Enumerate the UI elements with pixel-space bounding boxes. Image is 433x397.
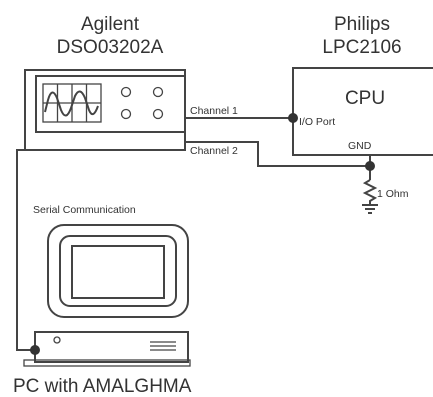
pc-monitor: [47, 224, 189, 318]
oscilloscope-knob-2: [152, 86, 164, 98]
oscilloscope-brand-label: Agilent: [81, 14, 140, 35]
channel-2-label: Channel 2: [190, 145, 238, 157]
serial-cable: [16, 149, 35, 351]
pc-label: PC with AMALGHMA: [13, 376, 192, 397]
io-port-label: I/O Port: [299, 116, 335, 128]
channel-1-label: Channel 1: [190, 105, 238, 117]
channel-2-wire: [185, 141, 370, 167]
resistor-symbol: [362, 179, 378, 204]
ground-symbol: [362, 204, 378, 214]
oscilloscope-screen-icon: [42, 83, 102, 123]
io-port-node: [288, 113, 298, 123]
pc-serial-port-node: [30, 345, 40, 355]
gnd-label: GND: [348, 140, 372, 152]
serial-communication-label: Serial Communication: [33, 204, 136, 216]
mcu-model-label: LPC2106: [322, 37, 401, 58]
oscilloscope-front-panel: [35, 75, 186, 133]
oscilloscope-knob-3: [120, 108, 132, 120]
cpu-label: CPU: [345, 88, 385, 109]
oscilloscope: [24, 69, 186, 151]
gnd-node: [365, 161, 375, 171]
mcu-brand-label: Philips: [334, 14, 390, 35]
pc-power-led: [53, 336, 61, 344]
resistor-label: 1 Ohm: [377, 188, 409, 200]
mcu-board: [292, 67, 433, 156]
oscilloscope-knob-1: [120, 86, 132, 98]
oscilloscope-model-label: DSO03202A: [57, 37, 164, 58]
oscilloscope-knob-4: [152, 108, 164, 120]
pc-base-unit: [23, 331, 191, 367]
